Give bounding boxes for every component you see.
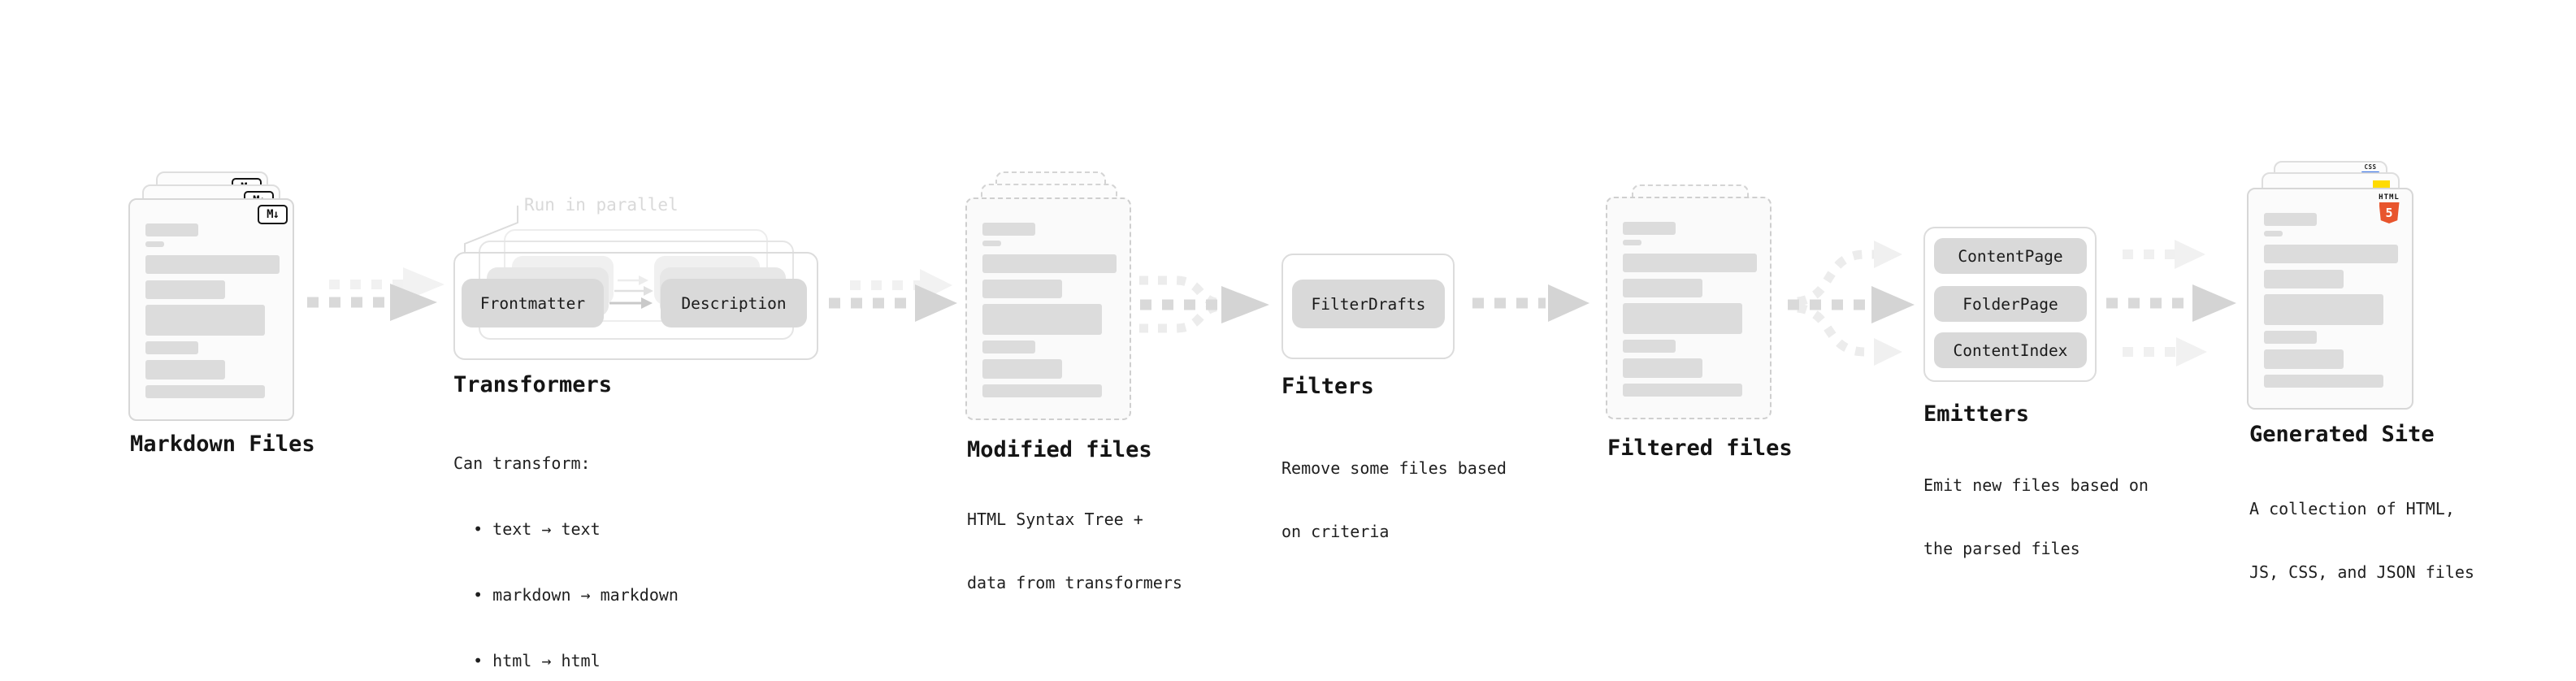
document-card: M↓: [128, 198, 294, 421]
run-in-parallel-note: Run in parallel: [524, 195, 679, 215]
css-badge-text: CSS: [2364, 163, 2377, 171]
description-line: data from transformers: [967, 573, 1182, 592]
doc-content-bar: [2264, 349, 2344, 369]
doc-content-bar: [982, 254, 1117, 273]
stage-description: Can transform: • text → text • markdown …: [453, 409, 679, 681]
emitter-chip-contentpage: ContentPage: [1934, 238, 2087, 274]
description-line: JS, CSS, and JSON files: [2249, 562, 2474, 582]
stage-description: HTML Syntax Tree + data from transformer…: [967, 466, 1182, 635]
transformer-chip-description: Description: [661, 279, 807, 327]
arrow-filters-to-filtered: [1472, 284, 1589, 322]
doc-content-bar: [1623, 279, 1702, 297]
html5-logo-text: HTML: [2379, 193, 2400, 202]
arrow-markdown-to-transformers: [307, 267, 445, 321]
html5-logo-icon: HTML 5: [2374, 193, 2404, 223]
filter-chip-filterdrafts: FilterDrafts: [1292, 280, 1445, 328]
doc-content-bar: [145, 241, 164, 247]
doc-content-bar: [1623, 254, 1757, 272]
html5-logo-shield: 5: [2379, 202, 2400, 223]
stage-label: Modified files: [967, 437, 1152, 462]
transformer-mini-arrows: [609, 275, 653, 309]
doc-content-bar: [145, 280, 225, 299]
stage-label: Filtered files: [1607, 436, 1793, 461]
doc-content-bar: [982, 359, 1062, 379]
doc-content-bar: [1623, 303, 1742, 334]
doc-content-bar: [1623, 222, 1676, 235]
description-line: • html → html: [453, 651, 601, 670]
description-line: A collection of HTML,: [2249, 499, 2455, 518]
document-card-dashed: [1606, 197, 1772, 419]
doc-content-bar: [2264, 375, 2383, 388]
doc-content-bar: [1623, 340, 1676, 353]
stage-label: Filters: [1281, 374, 1374, 399]
transformer-chip-frontmatter: Frontmatter: [462, 279, 604, 327]
arrow-emitters-to-generated: [2106, 240, 2236, 367]
stage-label: Transformers: [453, 372, 613, 397]
emitter-chip-contentindex: ContentIndex: [1934, 332, 2087, 368]
arrow-filtered-to-emitters-diverge: [1788, 241, 1915, 366]
description-line: HTML Syntax Tree +: [967, 510, 1143, 529]
doc-content-bar: [2264, 213, 2317, 226]
doc-content-bar: [1623, 384, 1742, 397]
description-line: Remove some files based: [1281, 458, 1507, 478]
doc-content-bar: [2264, 294, 2383, 325]
doc-content-bar: [1623, 358, 1702, 378]
doc-content-bar: [2264, 331, 2317, 344]
doc-content-bar: [982, 340, 1035, 354]
stage-description: A collection of HTML, JS, CSS, and JSON …: [2249, 456, 2474, 625]
doc-content-bar: [982, 223, 1035, 236]
stage-label: Emitters: [1923, 401, 2030, 427]
doc-content-bar: [2264, 270, 2344, 288]
arrow-modified-to-filters-merge: [1139, 275, 1269, 333]
stage-description: Emit new files based on the parsed files: [1923, 432, 2149, 601]
transformer-outline-box: [453, 252, 818, 360]
arrow-transformers-to-modified: [829, 269, 957, 322]
description-line: on criteria: [1281, 522, 1390, 541]
doc-content-bar: [145, 223, 198, 236]
doc-content-bar: [982, 241, 1001, 246]
doc-content-bar: [982, 384, 1102, 397]
doc-content-bar: [145, 305, 265, 336]
doc-content-bar: [145, 360, 225, 380]
doc-content-bar: [2264, 245, 2398, 263]
run-in-parallel-callout-line: [464, 206, 518, 254]
doc-content-bar: [1623, 240, 1641, 245]
document-card: HTML 5: [2247, 188, 2413, 410]
description-line: Can transform:: [453, 453, 591, 473]
description-line: the parsed files: [1923, 539, 2080, 558]
doc-content-bar: [982, 280, 1062, 298]
stage-label: Markdown Files: [130, 432, 315, 457]
doc-content-bar: [982, 304, 1102, 335]
description-line: • markdown → markdown: [453, 585, 679, 605]
doc-content-bar: [145, 341, 198, 354]
stage-description: Remove some files based on criteria: [1281, 415, 1507, 584]
description-line: Emit new files based on: [1923, 475, 2149, 495]
markdown-icon: M↓: [258, 205, 288, 224]
doc-content-bar: [145, 255, 280, 274]
doc-content-bar: [145, 385, 265, 398]
description-line: • text → text: [453, 519, 601, 539]
doc-content-bar: [2264, 231, 2283, 236]
emitter-chip-folderpage: FolderPage: [1934, 286, 2087, 322]
stage-label: Generated Site: [2249, 422, 2435, 447]
document-card-dashed: [965, 197, 1131, 420]
